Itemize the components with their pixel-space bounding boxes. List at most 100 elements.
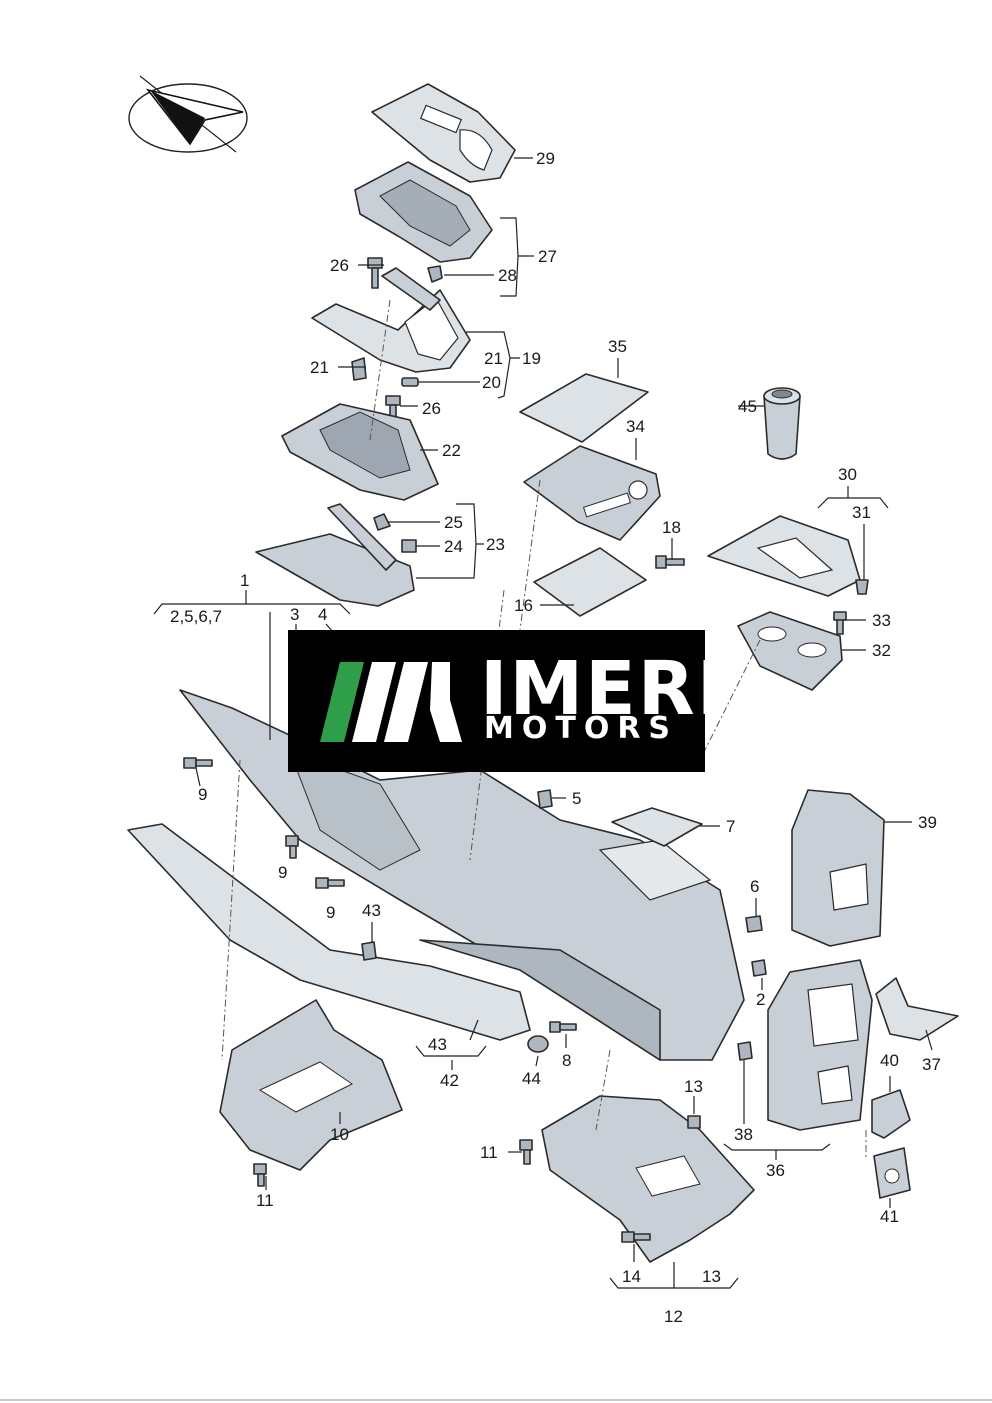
label-23: 23: [486, 535, 505, 554]
label-20: 20: [482, 373, 501, 392]
part-5-clip: [537, 789, 553, 809]
part-45-cup-insert: [763, 387, 801, 460]
part-22-detail: [319, 411, 411, 479]
watermark-logo: IMERI MOTORS: [288, 630, 724, 772]
part-31-clip: [855, 579, 869, 595]
label-13-upper: 13: [684, 1077, 703, 1096]
part-10-cutout: [258, 1061, 353, 1113]
watermark-stripes-icon: [320, 662, 462, 742]
part-19-bracket: [381, 267, 441, 311]
part-11-screw-left: [253, 1163, 267, 1187]
label-13-lower: 13: [702, 1267, 721, 1286]
part-1-side-panel: [419, 939, 661, 1061]
label-25: 25: [444, 513, 463, 532]
label-31: 31: [852, 503, 871, 522]
part-20-pad: [401, 377, 419, 387]
label-35: 35: [608, 337, 627, 356]
label-45: 45: [738, 397, 757, 416]
part-40-button-cover: [871, 1089, 911, 1139]
label-18: 18: [662, 518, 681, 537]
part-9-screw-b: [285, 835, 299, 859]
part-29-opening: [419, 104, 463, 134]
label-21-right: 21: [484, 349, 503, 368]
label-11-left: 11: [256, 1191, 274, 1210]
label-33: 33: [872, 611, 891, 630]
label-44: 44: [522, 1069, 541, 1088]
part-39-opening: [829, 863, 869, 911]
label-9-b: 9: [278, 863, 287, 882]
part-32-cup-left: [757, 626, 787, 642]
label-4: 4: [318, 605, 327, 624]
part-34-socket: [628, 480, 648, 500]
label-22: 22: [442, 441, 461, 460]
label-40: 40: [880, 1051, 899, 1070]
label-7: 7: [726, 817, 735, 836]
part-25-plug: [373, 513, 391, 531]
part-27-inner: [379, 179, 471, 247]
part-23-tray: [255, 533, 415, 607]
orientation-compass-icon: [128, 75, 248, 153]
label-12: 12: [664, 1307, 683, 1326]
label-6: 6: [750, 877, 759, 896]
label-9-c: 9: [326, 903, 335, 922]
watermark-sub: MOTORS: [484, 711, 678, 746]
label-37: 37: [922, 1055, 941, 1074]
part-32-cup-right: [797, 642, 827, 658]
label-39: 39: [918, 813, 937, 832]
part-8-screw: [549, 1021, 577, 1033]
part-23-arm: [327, 503, 397, 571]
part-36-opening-bottom: [817, 1065, 853, 1105]
label-10: 10: [330, 1125, 349, 1144]
label-9-a: 9: [198, 785, 207, 804]
label-26-upper: 26: [330, 256, 349, 275]
label-3: 3: [290, 605, 299, 624]
part-33-screw: [833, 611, 847, 635]
label-11-center: 11: [480, 1143, 498, 1162]
label-1: 1: [240, 571, 249, 590]
part-34-cover: [523, 445, 661, 541]
part-6-clip: [745, 915, 763, 933]
part-38-clip: [737, 1041, 753, 1061]
part-37-mat: [875, 977, 959, 1041]
part-30-opening: [756, 537, 834, 579]
part-13-clip: [687, 1115, 701, 1129]
label-28: 28: [498, 266, 517, 285]
part-29-trim-panel: [371, 83, 516, 183]
part-44-plug: [527, 1035, 549, 1053]
part-39-rear-panel: [791, 789, 885, 947]
part-28-clip: [427, 265, 443, 283]
part-14-screw: [621, 1231, 651, 1243]
part-41-socket: [884, 1168, 900, 1184]
part-12-cutout: [635, 1155, 701, 1197]
part-7-cover: [611, 807, 703, 847]
part-labels: 29 27 28 26 21 19 21 20 26 22 25 24 23 1…: [170, 149, 941, 1326]
part-1-tray-opening: [598, 839, 712, 901]
label-29: 29: [536, 149, 555, 168]
label-21-left: 21: [310, 358, 329, 377]
part-9-screw-c: [315, 877, 345, 889]
label-36: 36: [766, 1161, 785, 1180]
label-43-upper: 43: [362, 901, 381, 920]
watermark-background: [288, 630, 705, 772]
label-8: 8: [562, 1051, 571, 1070]
part-29-shift-slot: [459, 129, 493, 171]
label-19: 19: [522, 349, 541, 368]
label-30: 30: [838, 465, 857, 484]
part-1-honeycomb: [289, 751, 421, 871]
part-16-mat: [533, 547, 647, 617]
label-43-lower: 43: [428, 1035, 447, 1054]
part-11-screw-center: [519, 1139, 533, 1165]
part-42-side-trim: [127, 823, 531, 1041]
label-16: 16: [514, 596, 533, 615]
part-21-clip: [351, 357, 367, 381]
part-35-mat: [519, 373, 649, 443]
part-34-slot: [582, 492, 632, 518]
label-42: 42: [440, 1071, 459, 1090]
part-24-nut: [401, 539, 417, 553]
label-5: 5: [572, 789, 581, 808]
part-18-screw: [655, 555, 685, 569]
label-2-5-6-7: 2,5,6,7: [170, 607, 222, 626]
part-26-screw-upper: [367, 257, 383, 289]
label-32: 32: [872, 641, 891, 660]
